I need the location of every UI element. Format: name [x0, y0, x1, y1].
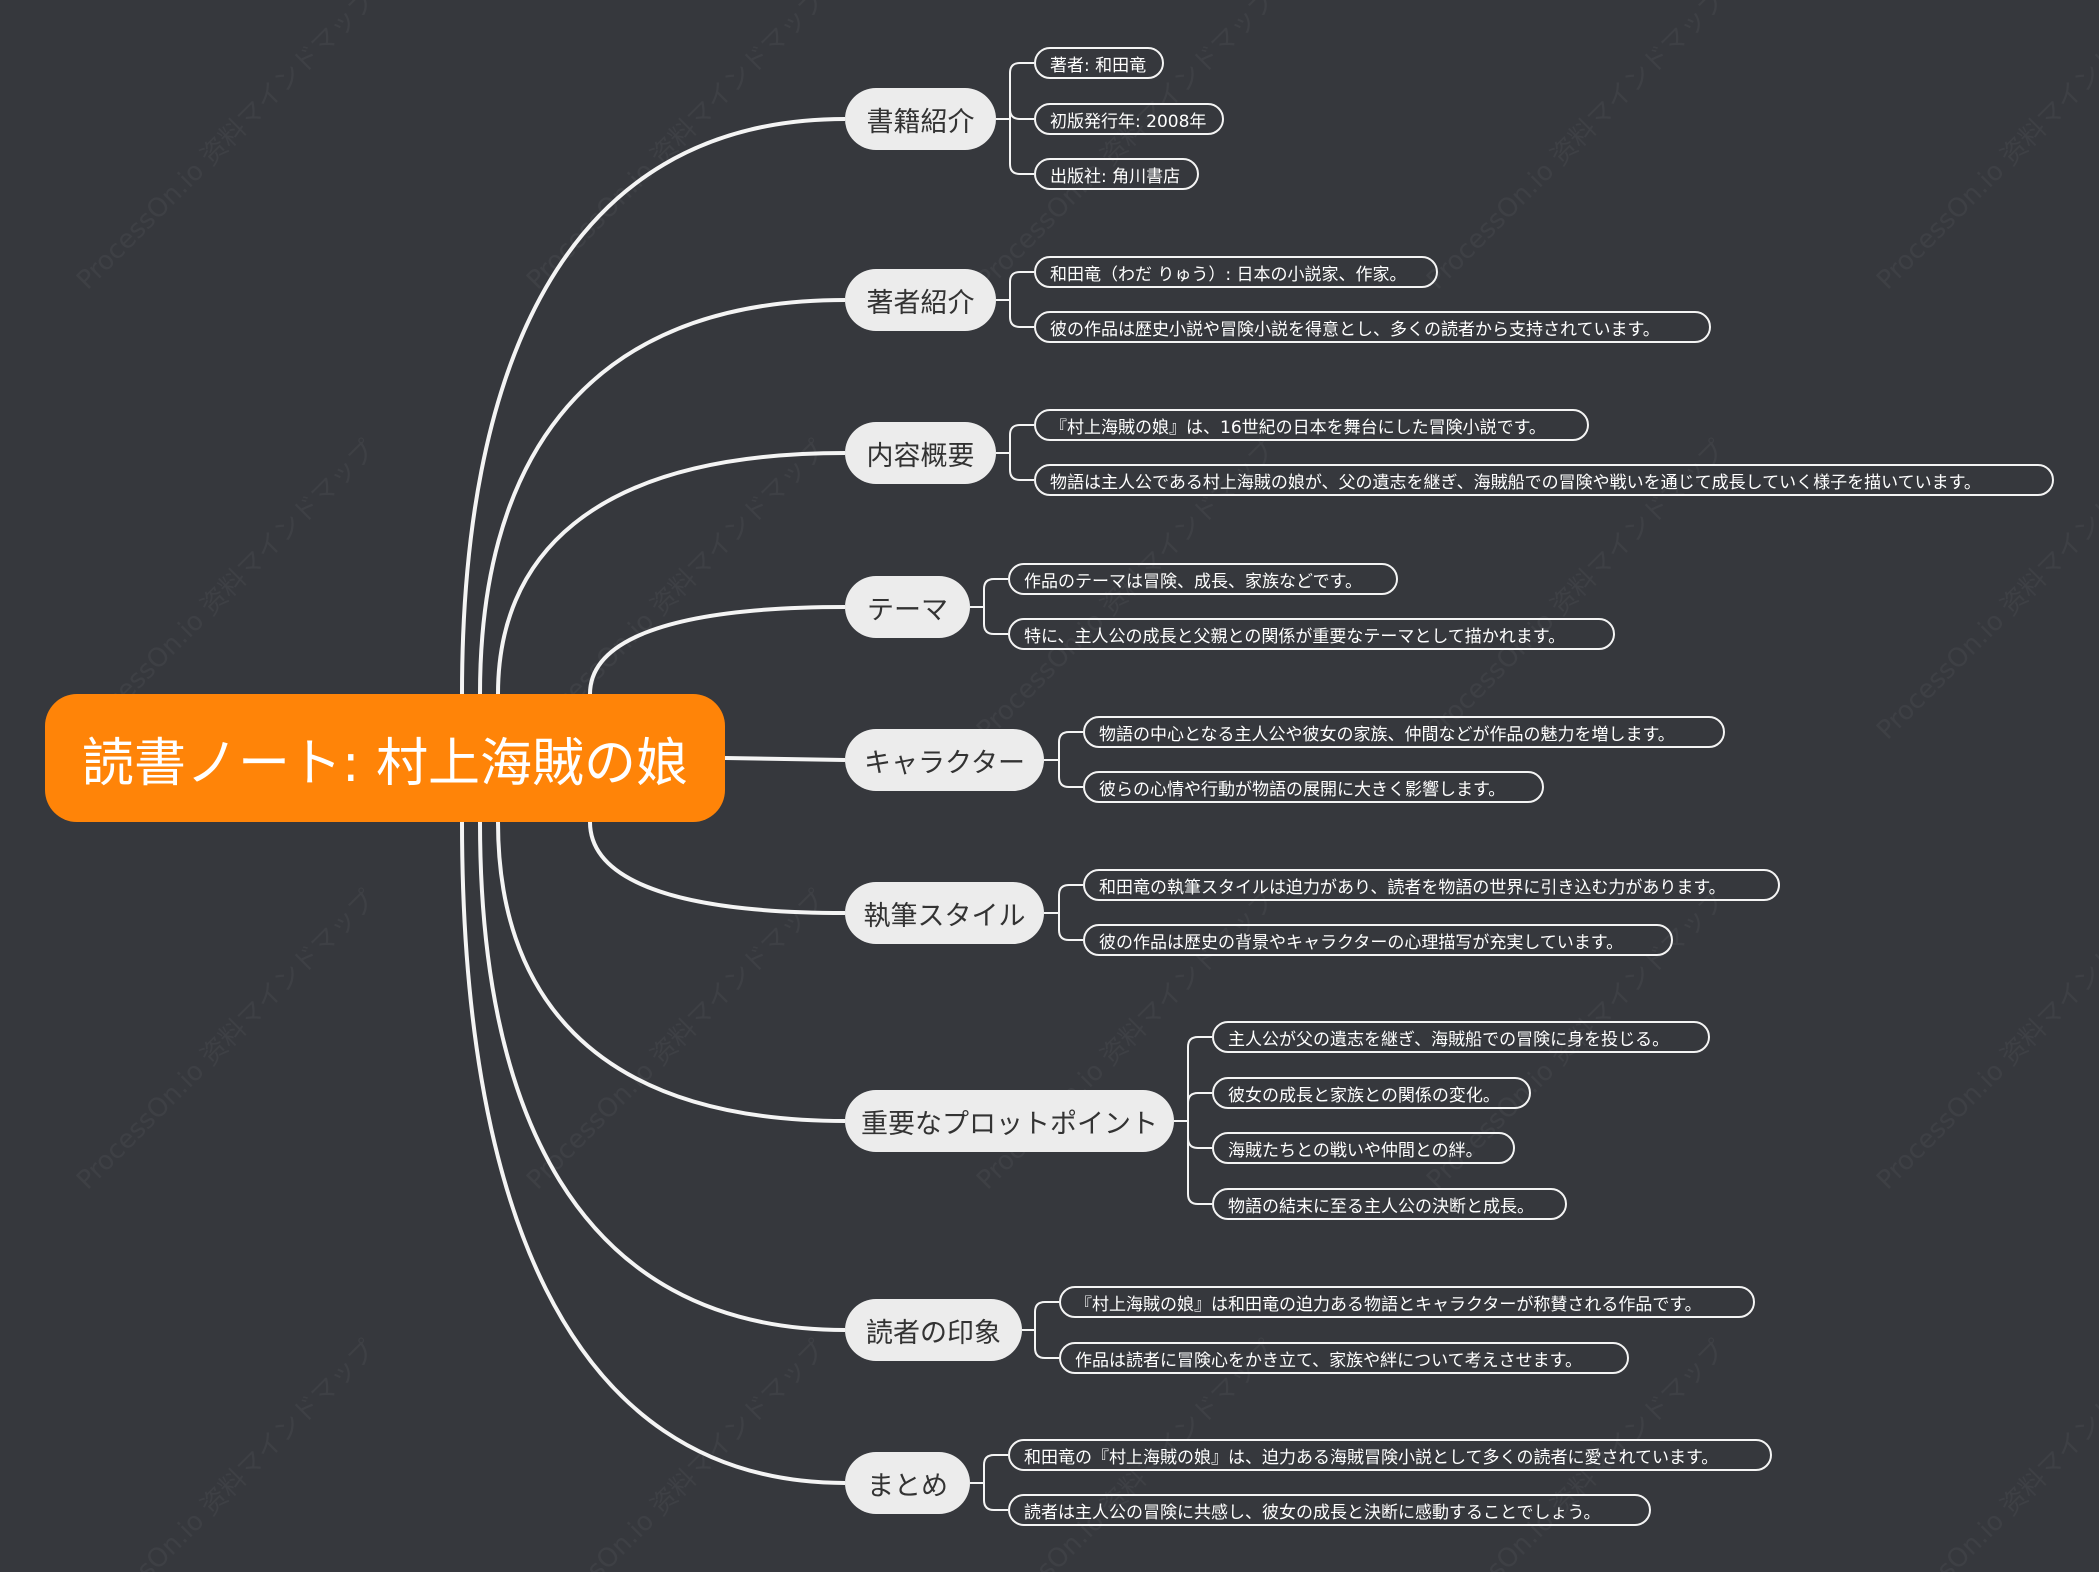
- branch-topic[interactable]: 執筆スタイル: [845, 882, 1044, 944]
- leaf-connector: [1187, 1092, 1212, 1104]
- leaf-topic[interactable]: 『村上海賊の娘』は和田竜の迫力ある物語とキャラクターが称賛される作品です。: [1059, 1286, 1755, 1318]
- leaf-connector: [1009, 62, 1034, 74]
- leaf-connector: [1009, 469, 1034, 481]
- leaf-topic[interactable]: 物語は主人公である村上海賊の娘が、父の遺志を継ぎ、海賊船での冒険や戦いを通じて成…: [1034, 464, 2054, 496]
- leaf-topic[interactable]: 主人公が父の遺志を継ぎ、海賊船での冒険に身を投じる。: [1212, 1021, 1710, 1053]
- leaf-topic[interactable]: 和田竜の『村上海賊の娘』は、迫力ある海賊冒険小説として多くの読者に愛されています…: [1008, 1439, 1772, 1471]
- leaf-topic[interactable]: 物語の中心となる主人公や彼女の家族、仲間などが作品の魅力を増します。: [1083, 716, 1725, 748]
- leaf-connector: [1034, 1301, 1059, 1313]
- leaf-connector: [983, 578, 1008, 590]
- leaf-connector: [983, 1499, 1008, 1511]
- branch-topic[interactable]: 読者の印象: [845, 1299, 1022, 1361]
- leaf-connector: [1009, 163, 1034, 175]
- leaf-topic[interactable]: 読者は主人公の冒険に共感し、彼女の成長と決断に感動することでしょう。: [1008, 1494, 1651, 1526]
- branch-connector: [478, 821, 846, 1332]
- root-topic[interactable]: 読書ノート: 村上海賊の娘: [45, 694, 725, 822]
- branch-connector: [478, 298, 846, 695]
- branch-connector: [460, 117, 846, 695]
- leaf-topic[interactable]: 著者: 和田竜: [1034, 47, 1164, 79]
- leaf-connector: [1034, 1347, 1059, 1359]
- leaf-topic[interactable]: 和田竜（わだ りゅう）: 日本の小説家、作家。: [1034, 256, 1438, 288]
- leaf-topic[interactable]: 『村上海賊の娘』は、16世紀の日本を舞台にした冒険小説です。: [1034, 409, 1589, 441]
- leaf-connector: [1058, 731, 1083, 743]
- leaf-topic[interactable]: 和田竜の執筆スタイルは迫力があり、読者を物語の世界に引き込む力があります。: [1083, 869, 1780, 901]
- leaf-connector: [1009, 316, 1034, 328]
- leaf-topic[interactable]: 彼の作品は歴史の背景やキャラクターの心理描写が充実しています。: [1083, 924, 1673, 956]
- branch-connector: [496, 821, 846, 1123]
- branch-connector: [724, 756, 846, 762]
- leaf-connector: [1009, 271, 1034, 283]
- branch-topic[interactable]: 内容概要: [845, 422, 996, 484]
- branch-topic[interactable]: テーマ: [845, 576, 970, 638]
- leaf-connector: [1058, 776, 1083, 788]
- leaf-connector: [1058, 929, 1083, 941]
- leaf-topic[interactable]: 彼の作品は歴史小説や冒険小説を得意とし、多くの読者から支持されています。: [1034, 311, 1711, 343]
- branch-topic[interactable]: 重要なプロットポイント: [845, 1090, 1174, 1152]
- leaf-connector: [1009, 108, 1034, 120]
- leaf-connector: [1009, 424, 1034, 436]
- leaf-topic[interactable]: 作品のテーマは冒険、成長、家族などです。: [1008, 563, 1398, 595]
- branch-connector: [496, 451, 846, 695]
- leaf-connector: [1058, 884, 1083, 896]
- branch-topic[interactable]: 書籍紹介: [845, 88, 996, 150]
- leaf-topic[interactable]: 彼らの心情や行動が物語の展開に大きく影響します。: [1083, 771, 1544, 803]
- leaf-topic[interactable]: 特に、主人公の成長と父親との関係が重要なテーマとして描かれます。: [1008, 618, 1615, 650]
- leaf-connector: [983, 623, 1008, 635]
- leaf-topic[interactable]: 物語の結末に至る主人公の決断と成長。: [1212, 1188, 1567, 1220]
- branch-connector: [588, 605, 846, 695]
- leaf-topic[interactable]: 海賊たちとの戦いや仲間との絆。: [1212, 1132, 1515, 1164]
- leaf-connector: [983, 1454, 1008, 1466]
- leaf-connector: [1187, 1193, 1212, 1205]
- leaf-topic[interactable]: 初版発行年: 2008年: [1034, 103, 1224, 135]
- branch-topic[interactable]: まとめ: [845, 1452, 970, 1514]
- leaf-topic[interactable]: 出版社: 角川書店: [1034, 158, 1199, 190]
- branch-topic[interactable]: 著者紹介: [845, 269, 996, 331]
- leaf-connector: [1187, 1137, 1212, 1149]
- branch-topic[interactable]: キャラクター: [845, 729, 1044, 791]
- leaf-topic[interactable]: 彼女の成長と家族との関係の変化。: [1212, 1077, 1531, 1109]
- branch-connector: [588, 821, 846, 915]
- leaf-connector: [1187, 1036, 1212, 1048]
- leaf-topic[interactable]: 作品は読者に冒険心をかき立て、家族や絆について考えさせます。: [1059, 1342, 1629, 1374]
- branch-connector: [460, 821, 846, 1485]
